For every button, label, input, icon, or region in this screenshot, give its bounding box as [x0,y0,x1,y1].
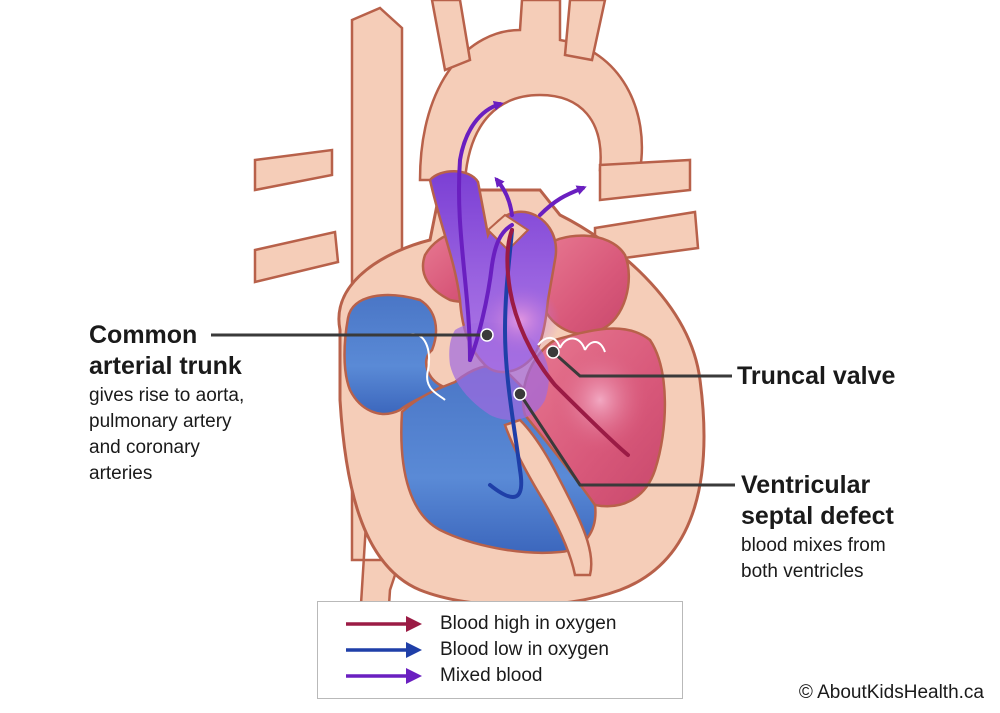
label-vsd-sub-2: both ventricles [741,561,864,582]
arrow-low-oxygen-icon [346,642,422,658]
blood-flow [456,100,630,499]
label-trunk-sub-3: and coronary [89,437,200,458]
pulmonary-branch-right-upper [598,158,692,202]
aortic-arch [418,0,644,182]
leader-valve [552,350,732,378]
legend-item-high-oxygen: Blood high in oxygen [318,611,682,637]
high-oxygen-flow [505,228,630,457]
legend-label-low-oxygen: Blood low in oxygen [440,639,609,660]
valve-divider [486,213,530,252]
marker-vsd [513,387,527,401]
pulmonary-branch-left-upper [253,148,334,192]
label-valve-title: Truncal valve [737,362,896,390]
arrow-high-oxygen-icon [346,616,422,632]
marker-trunk [480,328,494,342]
label-trunk-title-2: arterial trunk [89,352,242,380]
label-vsd-title-1: Ventricular [741,471,871,499]
label-trunk-sub-4: arteries [89,463,153,484]
marker-valve [546,345,560,359]
legend-label-mixed: Mixed blood [440,665,543,686]
copyright-credit: © AboutKidsHealth.ca [798,682,984,703]
mixed-flow-pulmonary-right [538,185,587,217]
label-trunk-title-1: Common [89,321,198,349]
ventricular-septum [503,418,593,577]
neck-artery-left [430,0,472,72]
label-vsd-title-2: septal defect [741,502,894,530]
mixed-flow-pulmonary-left [494,176,514,217]
legend-label-high-oxygen: Blood high in oxygen [440,613,617,634]
mixed-flow-aorta [456,100,504,362]
legend-item-mixed: Mixed blood [318,663,682,689]
pulmonary-branch-left-lower [253,230,340,284]
mixed-flow-trunk [468,223,514,362]
label-trunk-sub-1: gives rise to aorta, [89,385,245,406]
truncal-valve-leaflets [407,333,606,401]
label-trunk-sub-2: pulmonary artery [89,411,232,432]
legend: Blood high in oxygen Blood low in oxygen… [317,601,683,699]
leader-vsd [518,393,735,487]
legend-item-low-oxygen: Blood low in oxygen [318,637,682,663]
label-vsd-sub-1: blood mixes from [741,535,886,556]
leader-lines [211,328,735,487]
arrow-mixed-blood-icon [346,668,422,684]
neck-artery-right [563,0,607,62]
